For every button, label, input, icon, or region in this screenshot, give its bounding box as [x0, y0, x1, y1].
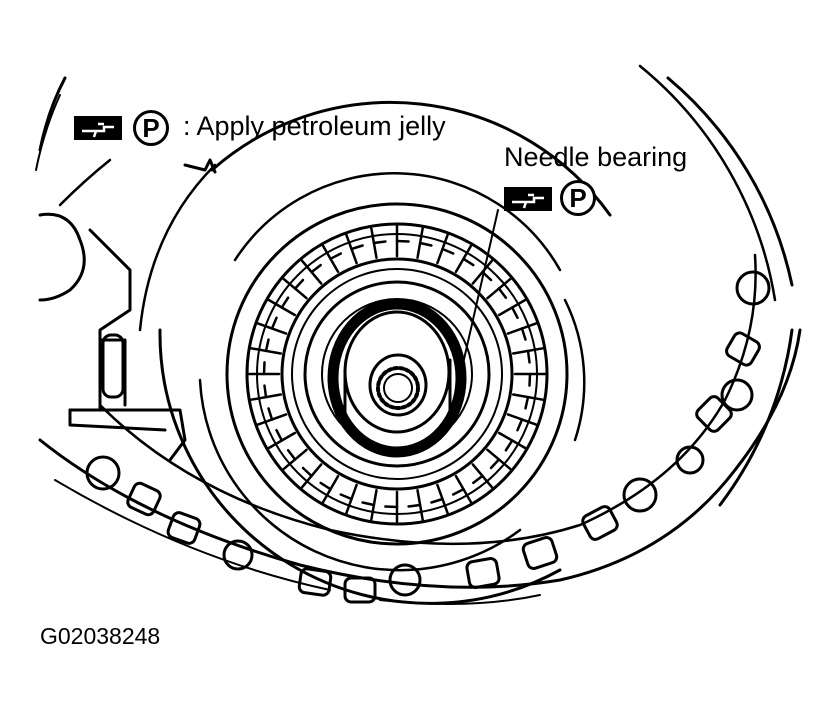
flange-slot	[581, 505, 619, 541]
spline-tooth-cap	[372, 240, 387, 245]
flange-slot	[521, 536, 559, 570]
spline-tooth-cap	[350, 244, 364, 251]
spline-tooth-cap	[489, 458, 501, 470]
needle-bearing	[327, 298, 467, 458]
spline-tooth-cap	[319, 481, 332, 491]
bolt-hole	[622, 477, 658, 513]
spline-tooth-cap	[462, 257, 475, 267]
spline-tooth-cap	[497, 287, 508, 299]
bolt-hole	[735, 270, 771, 306]
spline-tooth-cap	[275, 428, 284, 442]
flange-slot	[725, 331, 761, 367]
petroleum-jelly-symbol: P	[560, 180, 596, 216]
housing-flange	[38, 253, 802, 605]
bolt-hole	[222, 539, 254, 571]
spline-tooth-cap	[262, 361, 266, 376]
bolt-holes	[85, 270, 771, 597]
spline-tooth-cap	[384, 505, 399, 509]
spline-tooth-cap	[270, 316, 278, 330]
spline-tooth-cap	[526, 349, 531, 364]
spline-tooth-cap	[430, 497, 444, 504]
spline-tooth-cap	[339, 493, 353, 501]
spline-tooth-cap	[418, 241, 433, 247]
spline-tooth-cap	[520, 327, 527, 341]
spline-tooth-cap	[310, 263, 322, 274]
spline-tooth-cap	[524, 395, 530, 410]
bolt-hole	[675, 445, 705, 475]
left-edge-lines	[58, 158, 217, 332]
spline-tooth-cap	[286, 449, 297, 461]
spline-tooth-cap	[395, 239, 410, 243]
spline-tooth-cap	[267, 407, 274, 421]
flange-slot	[465, 557, 501, 589]
flange-slot	[695, 395, 733, 433]
spline-tooth-cap	[280, 296, 290, 309]
clutch-spline-teeth	[247, 224, 547, 524]
hub-rings	[280, 257, 514, 491]
bolt-hole	[388, 563, 422, 597]
grease-gun-icon	[504, 187, 552, 211]
spline-tooth-cap	[441, 247, 455, 255]
spline-tooth-cap	[451, 487, 465, 496]
spline-tooth-cap	[361, 501, 376, 507]
needle-bearing-label: Needle bearing	[504, 142, 688, 172]
grease-gun-icon	[74, 116, 122, 140]
spline-tooth-cap	[264, 338, 270, 353]
spline-tooth-cap	[301, 466, 313, 478]
left-bracket	[38, 158, 217, 462]
spline-tooth-cap	[407, 503, 422, 508]
figure-id: G02038248	[40, 623, 161, 649]
case-inner-arcs	[158, 100, 612, 605]
petroleum-jelly-symbol: P	[133, 110, 169, 146]
bolt-hole	[85, 455, 121, 491]
bolt-hole	[720, 378, 754, 412]
flange-slot	[166, 511, 202, 545]
spline-tooth-cap	[263, 384, 268, 399]
spline-tooth-cap	[472, 474, 484, 485]
spline-tooth-cap	[293, 278, 305, 290]
spline-tooth-cap	[528, 372, 532, 387]
spline-tooth-cap	[516, 418, 524, 432]
flange-slot	[126, 481, 162, 517]
spline-tooth-cap	[510, 306, 519, 320]
spline-tooth-cap	[504, 439, 514, 452]
needle-bearing-leader-line	[461, 209, 499, 369]
flange-slots	[126, 331, 761, 604]
legend-text: : Apply petroleum jelly	[183, 111, 446, 141]
spline-tooth-cap	[329, 252, 343, 261]
